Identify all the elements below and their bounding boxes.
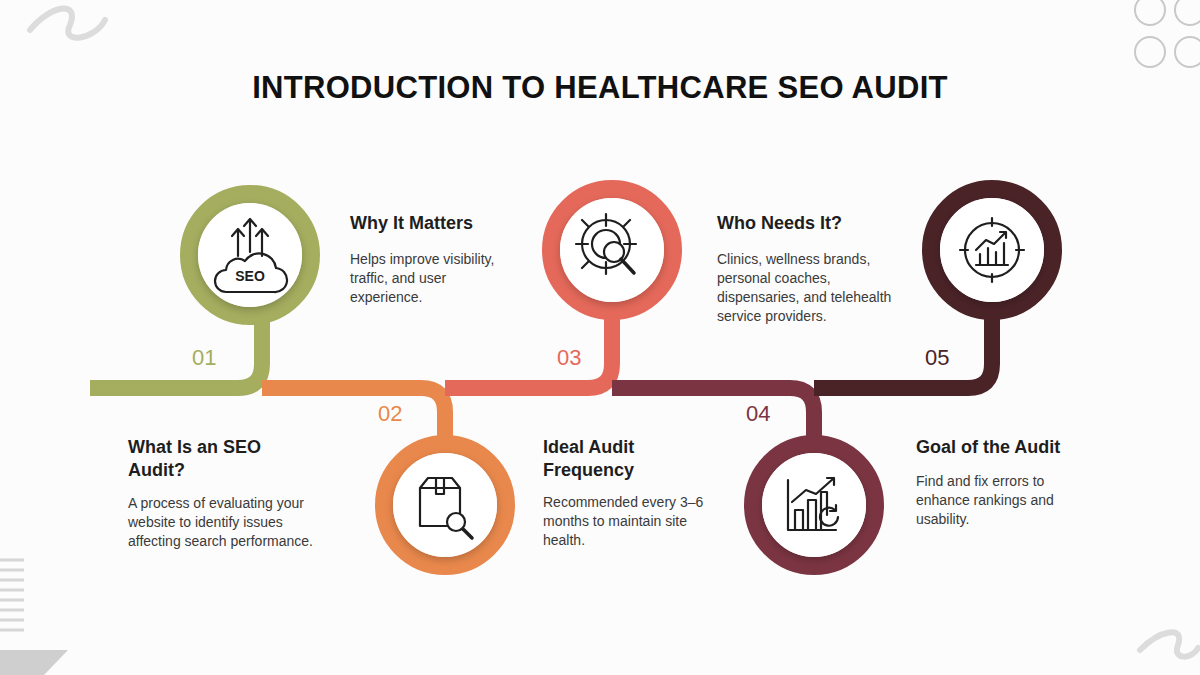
deco-circle bbox=[1135, 37, 1165, 67]
step-body: Helps improve visibility, traffic, and u… bbox=[350, 250, 522, 307]
timeline-segment bbox=[262, 388, 445, 440]
ring-inner bbox=[198, 203, 302, 307]
ring-inner bbox=[940, 198, 1044, 302]
deco-circle bbox=[1175, 0, 1200, 25]
diagram-title: INTRODUCTION TO HEALTHCARE SEO AUDIT bbox=[0, 70, 1200, 106]
corner-circles bbox=[1135, 0, 1200, 67]
step-body: Find and fix errors to enhance rankings … bbox=[916, 472, 1084, 529]
axes bbox=[788, 480, 836, 530]
step-circle bbox=[551, 189, 673, 311]
ring-inner bbox=[393, 453, 497, 557]
ring bbox=[384, 444, 506, 566]
step-circle bbox=[384, 444, 506, 566]
step-body: Recommended every 3–6 months to maintain… bbox=[543, 493, 728, 550]
handle bbox=[463, 529, 472, 538]
cloud bbox=[215, 253, 287, 292]
step-number: 03 bbox=[557, 346, 597, 370]
icon-text: SEO bbox=[215, 268, 285, 284]
step-heading: Ideal Audit Frequency bbox=[543, 436, 693, 482]
step-heading: Why It Matters bbox=[350, 212, 530, 235]
step-circle bbox=[189, 194, 311, 316]
step-heading: Who Needs It? bbox=[717, 212, 897, 235]
stripe bbox=[0, 579, 24, 582]
target-search-icon bbox=[576, 214, 636, 274]
step-number: 04 bbox=[746, 402, 786, 426]
timeline-segment bbox=[612, 388, 814, 440]
refresh bbox=[820, 505, 838, 526]
ticks bbox=[960, 218, 1024, 282]
ring-inner bbox=[560, 198, 664, 302]
arrow bbox=[232, 229, 244, 256]
box-search-icon bbox=[420, 478, 472, 538]
stripe bbox=[0, 569, 24, 572]
squiggle bbox=[30, 9, 105, 38]
timeline-line bbox=[90, 315, 992, 440]
ring bbox=[931, 189, 1053, 311]
step-number: 05 bbox=[925, 346, 965, 370]
target bbox=[965, 223, 1019, 277]
ring-inner bbox=[762, 453, 866, 557]
step-body: A process of evaluating your website to … bbox=[128, 494, 328, 551]
step-heading: What Is an SEO Audit? bbox=[128, 436, 308, 482]
stripe bbox=[0, 619, 24, 622]
step-number: 01 bbox=[192, 346, 232, 370]
stripe bbox=[0, 609, 24, 612]
step-number: 02 bbox=[378, 402, 418, 426]
stripe bbox=[0, 559, 24, 562]
ring bbox=[551, 189, 673, 311]
timeline-segment bbox=[814, 315, 992, 388]
timeline-segment bbox=[90, 320, 262, 388]
stripes bbox=[0, 560, 24, 630]
chart-refresh-icon bbox=[788, 478, 838, 530]
ring bbox=[189, 194, 311, 316]
arrow bbox=[244, 219, 256, 252]
deco-triangle bbox=[0, 650, 68, 675]
timeline-segment bbox=[445, 315, 612, 388]
step-circle bbox=[753, 444, 875, 566]
growth-target-icon bbox=[960, 218, 1024, 282]
trend-arrow bbox=[792, 478, 834, 502]
trend-arrow bbox=[976, 232, 1006, 250]
deco-circle bbox=[1135, 0, 1165, 25]
seo-cloud-icon bbox=[215, 219, 287, 292]
decoration bbox=[30, 9, 1198, 657]
stripe bbox=[0, 599, 24, 602]
stripe bbox=[0, 629, 24, 632]
step-circle bbox=[931, 189, 1053, 311]
stripe bbox=[0, 589, 24, 592]
ticks bbox=[576, 214, 636, 274]
handle bbox=[621, 259, 634, 273]
step-body: Clinics, wellness brands, personal coach… bbox=[717, 250, 892, 326]
deco-circle bbox=[1175, 37, 1200, 67]
ring bbox=[753, 444, 875, 566]
squiggle bbox=[1140, 632, 1198, 656]
step-heading: Goal of the Audit bbox=[916, 436, 1116, 459]
arrow bbox=[256, 229, 268, 256]
